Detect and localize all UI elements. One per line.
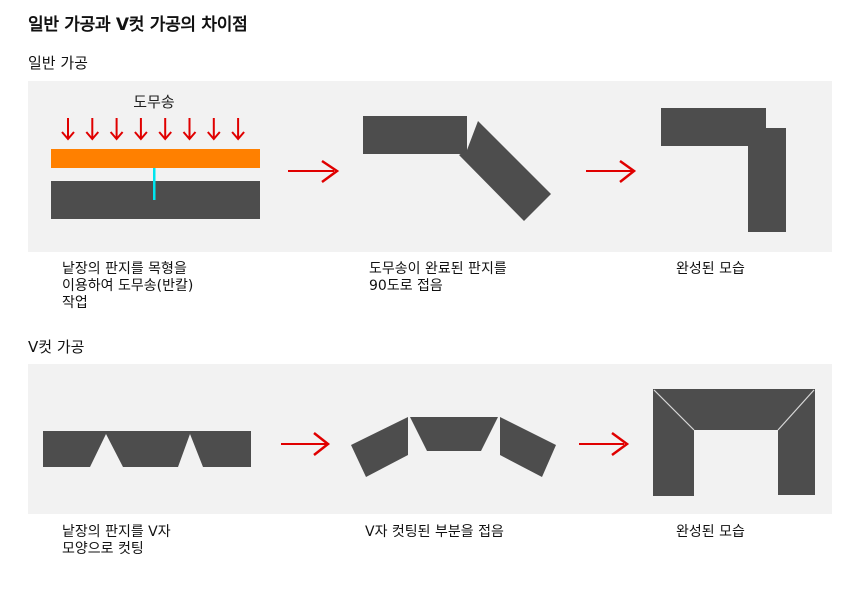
fold-seam-right [777,389,815,431]
sheet-folded-part [459,121,551,221]
right-arrow-icon [288,159,340,184]
step-finished-vcut [653,389,815,496]
half-cut-blade [153,168,156,200]
caption-vcut-step1: 낱장의 판지를 V자 모양으로 컷팅 [62,524,171,557]
down-arrow-icon [109,118,124,141]
down-arrow-icon [207,118,221,141]
step-v-cutting [43,431,251,467]
down-arrow-icon [85,118,100,141]
right-arrow-icon [586,159,637,183]
folded-center-part [410,417,498,451]
right-arrow-icon [579,431,630,457]
down-arrow-icon [231,118,245,141]
down-arrow-icon [61,118,75,141]
caption-vcut-step3: 완성된 모습 [676,524,745,540]
caption-normal-step1: 낱장의 판지를 목형을 이용하여 도무송(반칼) 작업 [62,261,194,311]
finished-side-part [748,128,786,232]
finished-box-shape [653,389,815,496]
die-mold [51,149,260,168]
folded-left-part [351,417,408,477]
section-title-normal: 일반 가공 [28,54,88,72]
right-arrow-icon [281,432,331,456]
v-cut-sheet [43,431,251,467]
step-finished-normal [661,108,786,232]
folded-right-part [500,417,556,477]
caption-normal-step2: 도무송이 완료된 판지를 90도로 접음 [369,261,507,294]
press-label: 도무송 [133,93,174,111]
caption-normal-step3: 완성된 모습 [676,261,745,277]
down-arrow-icon [134,118,148,141]
sheet-flat-part [363,116,467,154]
section-title-vcut: V컷 가공 [28,338,85,356]
step-v-fold [351,417,556,477]
down-arrow-icon [182,118,197,141]
page-title: 일반 가공과 V컷 가공의 차이점 [28,15,248,35]
press-arrows [61,118,245,141]
step-fold-90 [363,116,551,221]
caption-vcut-step2: V자 컷팅된 부분을 접음 [365,524,504,540]
down-arrow-icon [158,118,172,141]
step-die-cutting: 도무송 [51,93,260,219]
fold-seam-left [653,389,695,431]
